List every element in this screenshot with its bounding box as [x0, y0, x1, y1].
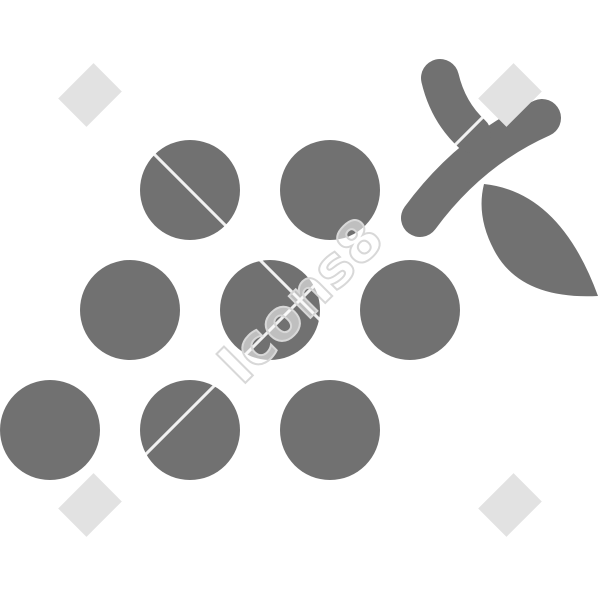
grape [0, 380, 100, 480]
grape [80, 260, 180, 360]
grape-bunch [0, 140, 460, 480]
grape [280, 380, 380, 480]
stem-icon [401, 59, 561, 237]
grape [140, 380, 240, 480]
grape [220, 260, 320, 360]
grape [360, 260, 460, 360]
leaf-icon [481, 184, 598, 297]
grape [280, 140, 380, 240]
